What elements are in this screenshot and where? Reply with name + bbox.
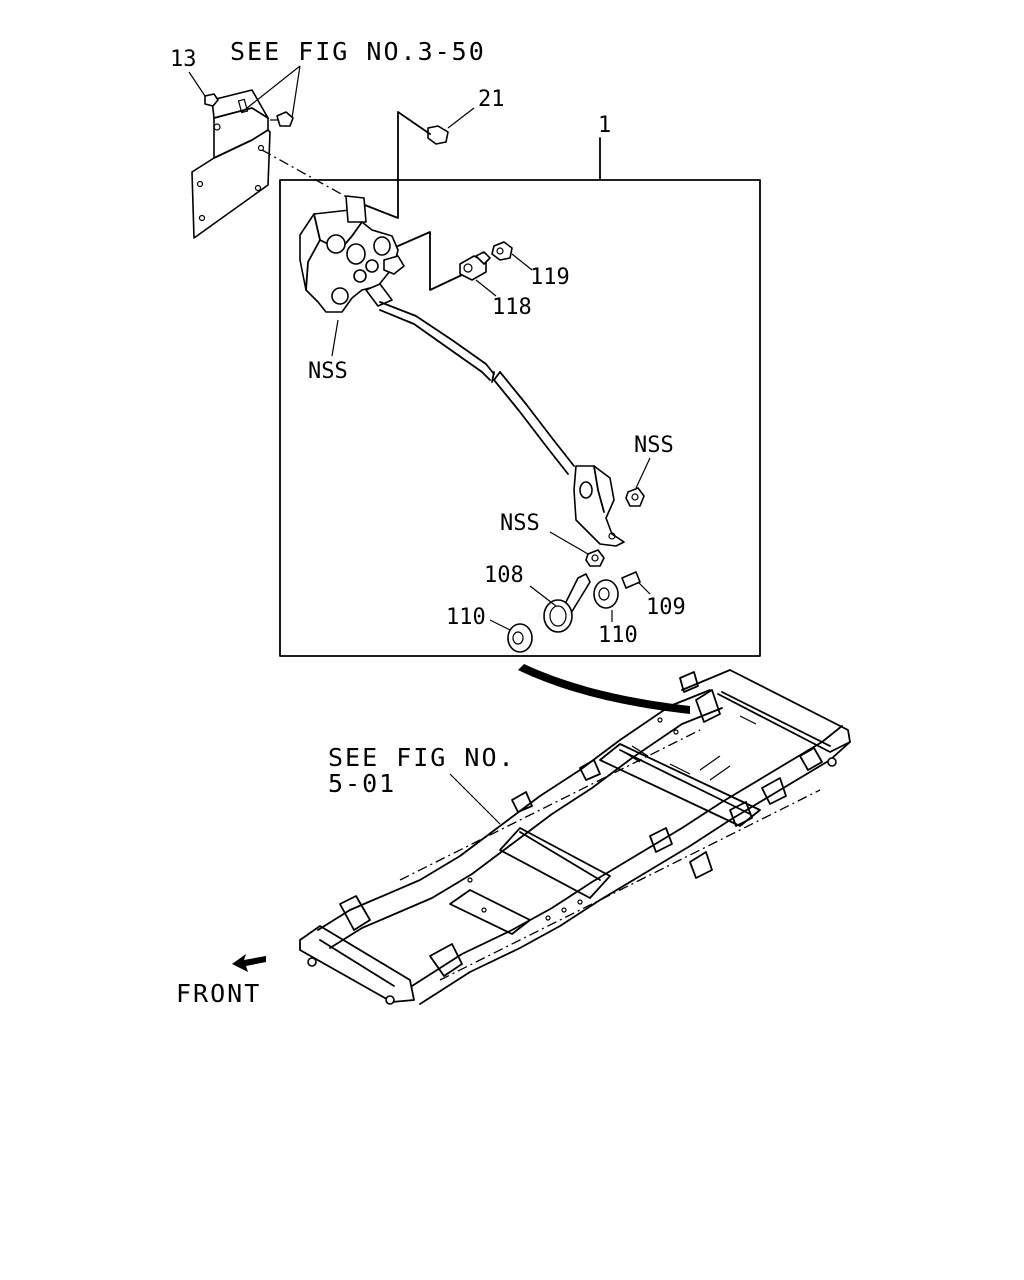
see-fig-5-01-label-line1: SEE FIG NO. bbox=[328, 743, 516, 772]
fitting-118-leader-line bbox=[397, 231, 465, 291]
mounting-bracket bbox=[191, 89, 271, 239]
bolt-21-leader bbox=[351, 111, 431, 219]
front-arrow-icon bbox=[232, 954, 266, 972]
bush-110-right-icon bbox=[593, 579, 619, 609]
part-21-label: 21 bbox=[478, 87, 505, 112]
part-109-label: 109 bbox=[646, 595, 686, 620]
bush-110-left-icon bbox=[507, 623, 533, 653]
bolt-13-icon bbox=[188, 71, 219, 107]
part-13-label: 13 bbox=[170, 47, 197, 72]
part-110-left-leader bbox=[489, 619, 511, 631]
nut-119-icon bbox=[491, 241, 513, 261]
part-109-leader bbox=[637, 581, 651, 595]
bracket-bolt-icon bbox=[270, 111, 294, 127]
fitting-118-icon bbox=[459, 251, 491, 281]
part-110-right-label: 110 bbox=[598, 623, 638, 648]
nss-mid-leader bbox=[549, 531, 589, 555]
bolt-21-icon bbox=[427, 107, 475, 145]
part-108-label: 108 bbox=[484, 563, 524, 588]
see-fig-5-01-label-line2: 5-01 bbox=[328, 769, 396, 798]
nss-right-leader bbox=[635, 457, 651, 489]
pin-109-icon bbox=[621, 571, 641, 589]
link-108-icon bbox=[543, 573, 591, 633]
nss-top-leader bbox=[331, 319, 339, 357]
bracket-alignment-line bbox=[261, 149, 353, 201]
see-fig-3-50-leader bbox=[241, 65, 301, 119]
location-arrow bbox=[518, 664, 690, 714]
nss-mid-label: NSS bbox=[500, 511, 540, 536]
lsp-valve-body bbox=[299, 195, 405, 313]
link-rod bbox=[379, 301, 575, 475]
see-fig-5-01-leader bbox=[449, 773, 501, 825]
rod-lower-bracket bbox=[573, 465, 625, 547]
part-118-label: 118 bbox=[492, 295, 532, 320]
see-fig-3-50-label: SEE FIG NO.3-50 bbox=[230, 37, 486, 66]
part-110-left-label: 110 bbox=[446, 605, 486, 630]
nut-nss-mid-icon bbox=[585, 549, 605, 567]
nss-right-label: NSS bbox=[634, 433, 674, 458]
chassis-frame bbox=[299, 669, 851, 1005]
part-118-leader bbox=[475, 279, 497, 297]
part-1-label: 1 bbox=[598, 113, 611, 138]
assembly-box bbox=[279, 179, 761, 657]
nss-top-label: NSS bbox=[308, 359, 348, 384]
part-108-leader bbox=[529, 585, 557, 607]
front-label: FRONT bbox=[176, 979, 261, 1008]
nut-nss-right-icon bbox=[625, 487, 645, 507]
part-119-label: 119 bbox=[530, 265, 570, 290]
part-119-leader bbox=[511, 253, 533, 271]
